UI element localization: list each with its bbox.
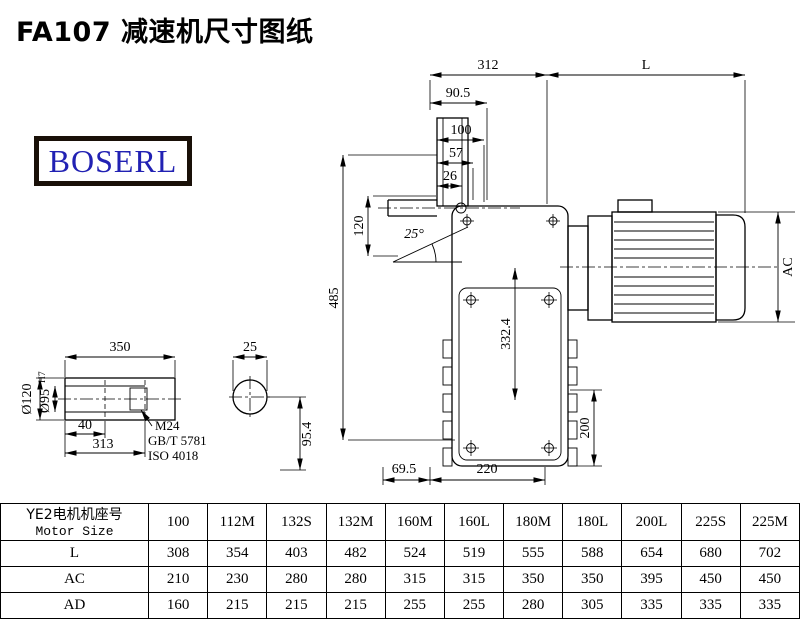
dim-313-label: 313 <box>93 437 114 452</box>
table-column-header: 132M <box>325 503 386 541</box>
table-cell: 280 <box>503 592 564 619</box>
thread-spec-label: M24 <box>155 418 180 433</box>
dim-dia95-tolerance-label: H7 <box>38 371 48 383</box>
page-title: FA107 减速机尺寸图纸 <box>16 17 314 48</box>
table-cell: 588 <box>562 540 623 567</box>
table-cell: 519 <box>443 540 505 567</box>
table-column-header: 132S <box>266 503 327 541</box>
dim-90-5-label: 90.5 <box>446 86 471 101</box>
table-column-header: 180M <box>503 503 564 541</box>
table-cell: 215 <box>266 592 327 619</box>
table-cell: 450 <box>739 566 800 593</box>
standard-gbt-label: GB/T 5781 <box>148 433 207 448</box>
row-label: AD <box>0 592 149 619</box>
dim-L-label: L <box>642 58 651 73</box>
table-column-header: 160M <box>384 503 445 541</box>
table-column-header: 225S <box>680 503 741 541</box>
table-row-AC: AC 210 230 280 280 315 315 350 350 395 4… <box>0 566 800 593</box>
table-cell: 255 <box>443 592 505 619</box>
table-cell: 315 <box>443 566 505 593</box>
table-row-L: L 308 354 403 482 524 519 555 588 654 68… <box>0 540 800 567</box>
table-cell: 350 <box>562 566 623 593</box>
bolt-hole <box>541 440 557 456</box>
table-column-header: 225M <box>739 503 800 541</box>
table-cell: 280 <box>266 566 327 593</box>
brand-logo-text: BOSERL <box>48 142 178 179</box>
dim-332-4-label: 332.4 <box>499 318 514 350</box>
table-cell: 255 <box>384 592 445 619</box>
table-cell: 305 <box>562 592 623 619</box>
bolt-hole <box>463 440 479 456</box>
main-dimensions: 312 L 90.5 100 57 26 120 25° 485 AC <box>327 58 796 485</box>
dim-dia120-label: Ø120 <box>20 383 35 414</box>
dim-350-label: 350 <box>110 340 131 355</box>
table-cell: 524 <box>384 540 445 567</box>
brand-logo: BOSERL <box>34 136 192 186</box>
row-label: AC <box>0 566 149 593</box>
table-cell: 403 <box>266 540 327 567</box>
table-cell: 555 <box>503 540 564 567</box>
table-column-header: 160L <box>443 503 505 541</box>
dim-485-label: 485 <box>327 288 342 309</box>
dim-dia95-label: Ø95 <box>38 389 53 413</box>
dim-69-5-label: 69.5 <box>392 462 417 477</box>
hollow-shaft-detail: 350 Ø120 Ø95 H7 40 313 M24 GB/T 5781 ISO… <box>20 340 207 463</box>
technical-drawing: 312 L 90.5 100 57 26 120 25° 485 AC <box>20 58 796 485</box>
output-shaft-section <box>378 117 520 217</box>
table-cell: 654 <box>621 540 682 567</box>
dim-25-label: 25 <box>243 340 257 355</box>
table-cell: 450 <box>680 566 741 593</box>
table-cell: 395 <box>621 566 682 593</box>
table-header-en: Motor Size <box>35 523 114 539</box>
motor-size-table: YE2电机机座号 Motor Size 100 112M 132S 132M 1… <box>0 503 800 619</box>
gearbox-housing <box>442 205 578 467</box>
dim-220-label: 220 <box>477 462 498 477</box>
dim-312-label: 312 <box>478 58 499 73</box>
dim-57-label: 57 <box>449 146 463 161</box>
table-header-motor-size: YE2电机机座号 Motor Size <box>0 503 149 541</box>
table-cell: 215 <box>207 592 268 619</box>
table-header-cn: YE2电机机座号 <box>26 506 123 523</box>
dim-95-4-label: 95.4 <box>300 422 315 447</box>
table-cell: 354 <box>207 540 268 567</box>
row-label: L <box>0 540 149 567</box>
bolt-hole <box>460 214 474 228</box>
table-cell: 350 <box>503 566 564 593</box>
table-cell: 280 <box>325 566 386 593</box>
fan-cowl <box>715 214 746 321</box>
table-cell: 335 <box>739 592 800 619</box>
table-cell: 482 <box>325 540 386 567</box>
table-cell: 335 <box>680 592 741 619</box>
dim-26-label: 26 <box>443 169 457 184</box>
dim-angle-label: 25° <box>404 227 424 242</box>
table-cell: 680 <box>680 540 741 567</box>
motor <box>560 199 778 323</box>
table-cell: 160 <box>147 592 209 619</box>
table-column-header: 180L <box>562 503 623 541</box>
bolt-hole <box>546 214 560 228</box>
table-cell: 215 <box>325 592 386 619</box>
dim-AC-label: AC <box>781 257 796 276</box>
dim-200-label: 200 <box>578 418 593 439</box>
bolt-hole <box>541 292 557 308</box>
dim-40-label: 40 <box>78 418 92 433</box>
table-cell: 308 <box>147 540 209 567</box>
shaft-end-view: 25 95.4 <box>229 340 315 471</box>
table-column-header: 200L <box>621 503 682 541</box>
table-header-row: YE2电机机座号 Motor Size 100 112M 132S 132M 1… <box>0 503 800 541</box>
dim-100-label: 100 <box>451 123 472 138</box>
table-column-header: 112M <box>207 503 268 541</box>
bolt-hole <box>463 292 479 308</box>
table-cell: 210 <box>147 566 209 593</box>
table-cell: 230 <box>207 566 268 593</box>
dim-120-label: 120 <box>352 216 367 237</box>
table-row-AD: AD 160 215 215 215 255 255 280 305 335 3… <box>0 592 800 619</box>
table-cell: 335 <box>621 592 682 619</box>
standard-iso-label: ISO 4018 <box>148 448 198 463</box>
table-cell: 702 <box>739 540 800 567</box>
table-cell: 315 <box>384 566 445 593</box>
table-column-header: 100 <box>147 503 209 541</box>
